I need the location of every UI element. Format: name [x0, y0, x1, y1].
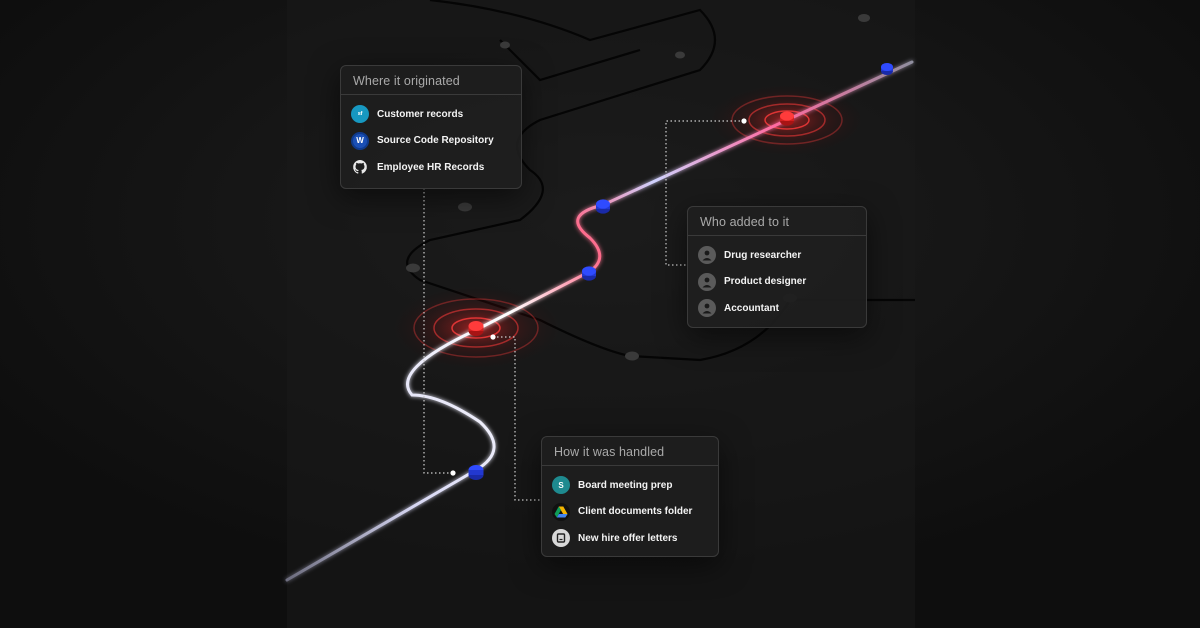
panel-title: Who added to it: [688, 207, 866, 236]
node-blue: [582, 266, 596, 281]
node-red: [780, 111, 794, 126]
person-icon: [698, 272, 716, 291]
person-icon: [698, 299, 716, 318]
destination-item-label: Client documents folder: [578, 506, 693, 518]
destination-item-label: Board meeting prep: [578, 479, 673, 491]
sharepoint-icon: S: [552, 476, 570, 495]
destination-item-label: New hire offer letters: [578, 532, 678, 544]
source-item[interactable]: W Source Code Repository: [341, 128, 521, 155]
destination-item[interactable]: New hire offer letters: [542, 525, 718, 552]
connector-endpoints: [450, 118, 747, 476]
contributor-item[interactable]: Drug researcher: [688, 242, 866, 269]
source-item-label: Employee HR Records: [377, 161, 485, 173]
dotted-connectors: [423, 120, 744, 501]
salesforce-icon: sf: [351, 105, 369, 124]
contributor-item-label: Product designer: [724, 276, 807, 288]
contributor-item[interactable]: Accountant: [688, 295, 866, 322]
panel-title: Where it originated: [341, 66, 521, 95]
panel-who-added-to-it: Who added to it Drug researcher Product …: [687, 206, 867, 328]
source-item-label: Customer records: [377, 108, 464, 120]
background-nodes: [406, 14, 870, 361]
google-drive-icon: [552, 502, 570, 521]
lineage-path: [285, 60, 914, 582]
contributor-item[interactable]: Product designer: [688, 269, 866, 296]
source-item[interactable]: sf Customer records: [341, 101, 521, 128]
person-icon: [698, 246, 716, 265]
node-blue: [881, 63, 893, 75]
destination-item[interactable]: Client documents folder: [542, 499, 718, 526]
panel-where-it-originated: Where it originated sf Customer records …: [340, 65, 522, 189]
destination-item[interactable]: S Board meeting prep: [542, 472, 718, 499]
source-item-label: Source Code Repository: [377, 135, 494, 147]
webex-icon: W: [351, 131, 369, 150]
node-blue: [596, 199, 610, 214]
red-nodes: [468, 111, 794, 336]
source-item[interactable]: Employee HR Records: [341, 154, 521, 181]
panel-title: How it was handled: [542, 437, 718, 466]
node-blue: [468, 465, 484, 480]
node-red: [468, 321, 484, 336]
blue-nodes: [468, 63, 893, 480]
contributor-item-label: Drug researcher: [724, 249, 802, 261]
panel-how-it-was-handled: How it was handled S Board meeting prep …: [541, 436, 719, 557]
github-icon: [351, 158, 369, 176]
contributor-item-label: Accountant: [724, 302, 779, 314]
box-icon: [552, 529, 570, 548]
